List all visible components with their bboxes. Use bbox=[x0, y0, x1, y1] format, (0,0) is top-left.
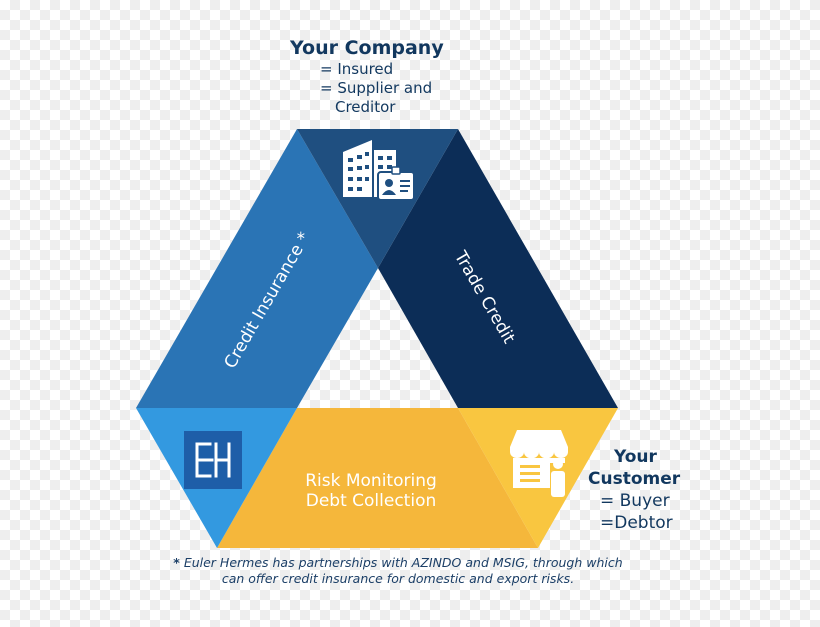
customer-title-line2: Customer bbox=[588, 469, 681, 489]
footnote-star: * bbox=[173, 555, 180, 570]
company-line-insured: = Insured bbox=[320, 60, 394, 78]
customer-title-line1: Your bbox=[614, 447, 657, 467]
right-band bbox=[378, 129, 618, 408]
customer-line-buyer: = Buyer bbox=[600, 491, 670, 511]
your-customer-block: Your Customer = Buyer =Debtor bbox=[588, 446, 718, 534]
footnote: * Euler Hermes has partnerships with AZI… bbox=[118, 555, 678, 587]
bottom-side-label-line2: Debt Collection bbox=[306, 491, 437, 511]
company-title: Your Company bbox=[290, 37, 444, 59]
bottom-side-label-line1: Risk Monitoring bbox=[305, 471, 437, 491]
customer-line-debtor: =Debtor bbox=[600, 513, 673, 533]
footnote-line2: can offer credit insurance for domestic … bbox=[221, 571, 575, 586]
footnote-line1: * Euler Hermes has partnerships with AZI… bbox=[118, 555, 678, 571]
your-company-block: Your Company = Insured = Supplier and Cr… bbox=[290, 36, 530, 117]
office-building-icon bbox=[343, 140, 415, 201]
eh-logo bbox=[184, 431, 242, 489]
footnote-text-1: Euler Hermes has partnerships with AZIND… bbox=[183, 555, 623, 570]
company-line-creditor: Creditor bbox=[335, 98, 396, 116]
company-line-supplier: = Supplier and bbox=[320, 79, 433, 97]
storefront-icon bbox=[510, 430, 568, 497]
left-band bbox=[136, 129, 378, 408]
bottom-band bbox=[217, 408, 538, 548]
